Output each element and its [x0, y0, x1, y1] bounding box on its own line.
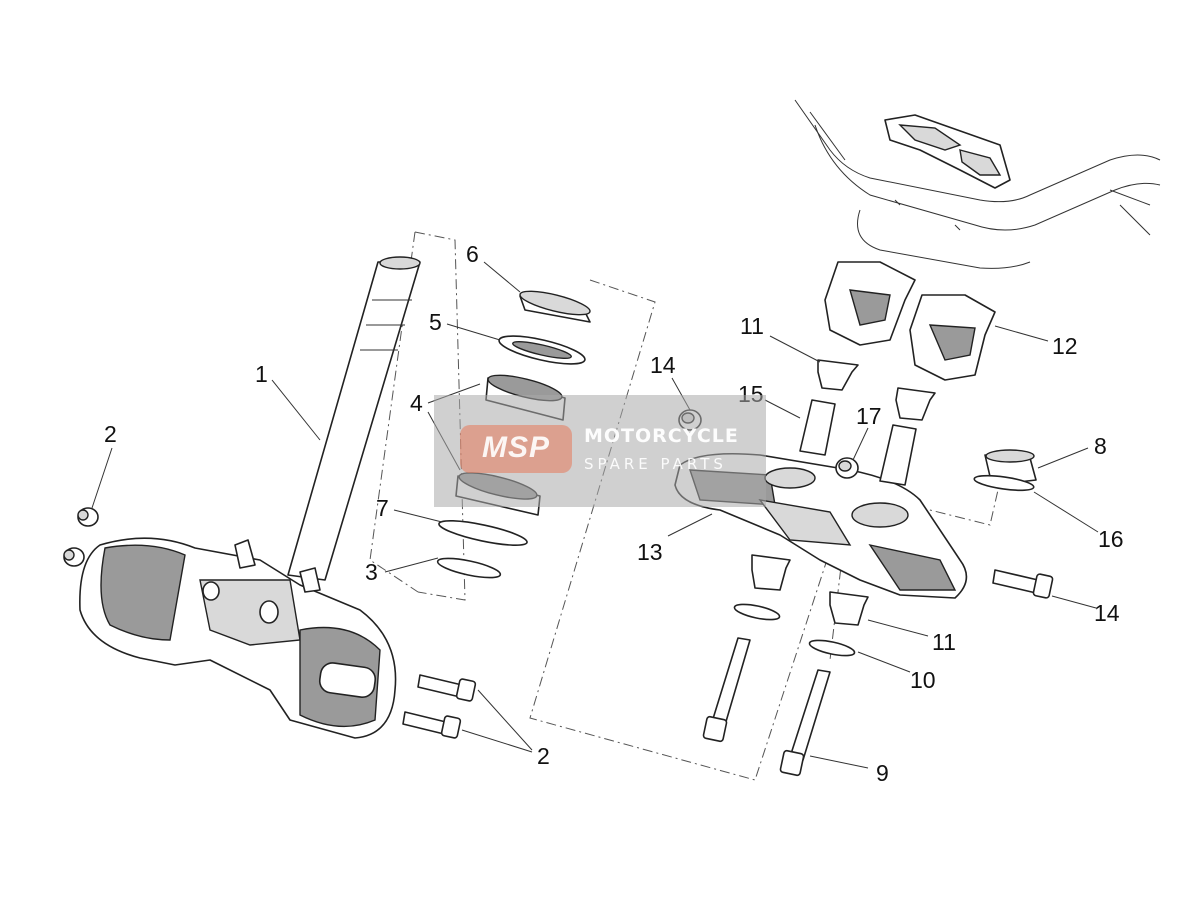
watermark: MSP MOTORCYCLE SPARE PARTS	[434, 395, 766, 507]
callout-3: 3	[365, 559, 378, 585]
screw-caps-left	[63, 507, 99, 567]
handlebar	[794, 99, 1161, 269]
steering-stem-lower-yoke	[79, 256, 421, 739]
callout-2-left: 2	[104, 421, 117, 447]
callout-11-bottom: 11	[932, 629, 956, 655]
rubber-bushes	[751, 359, 936, 626]
spacer-tubes	[799, 399, 917, 486]
callout-17: 17	[856, 403, 882, 429]
callout-6: 6	[466, 241, 479, 267]
bolt-right	[992, 569, 1054, 599]
handlebar-risers	[824, 261, 996, 381]
stem-nut-washer	[973, 449, 1037, 492]
callout-13: 13	[637, 539, 663, 565]
callout-14-top: 14	[650, 352, 676, 378]
callout-12: 12	[1052, 333, 1078, 359]
callout-5: 5	[429, 309, 442, 335]
callout-14-right: 14	[1094, 600, 1120, 626]
callout-4: 4	[410, 390, 423, 416]
leader-lines	[91, 261, 1099, 769]
callout-8: 8	[1094, 433, 1107, 459]
bolts-lower-yoke	[402, 674, 477, 739]
callout-7: 7	[376, 495, 389, 521]
callout-11-top: 11	[740, 313, 764, 339]
washers-bolts-lower	[702, 603, 856, 777]
callout-16: 16	[1098, 526, 1124, 552]
callout-9: 9	[876, 760, 889, 786]
callout-2-bottom: 2	[537, 743, 550, 769]
handlebar-clamp-cap	[884, 114, 1011, 189]
watermark-logo-text: MSP	[481, 431, 550, 464]
watermark-logo: MSP	[460, 425, 572, 473]
callout-1: 1	[255, 361, 268, 387]
watermark-title: MOTORCYCLE	[584, 425, 739, 447]
callout-10: 10	[910, 667, 936, 693]
watermark-subtitle: SPARE PARTS	[584, 455, 727, 473]
